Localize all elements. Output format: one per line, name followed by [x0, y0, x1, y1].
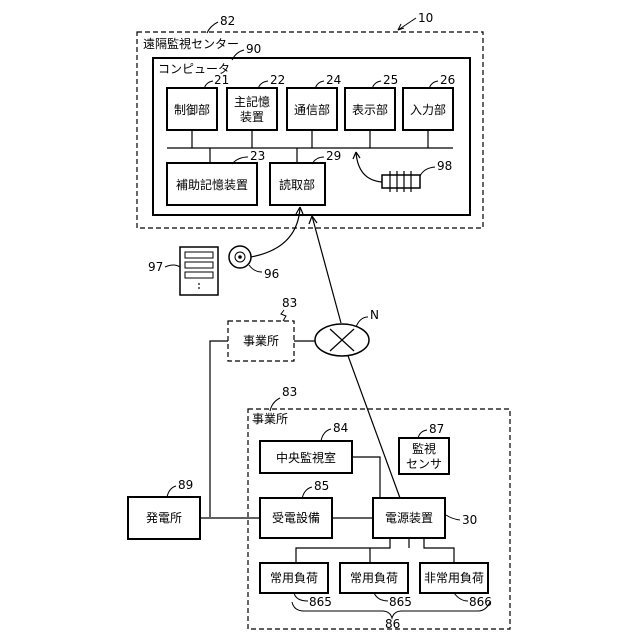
- load-ref: 865: [309, 595, 332, 609]
- comm-unit-label: 通信部: [294, 102, 330, 117]
- power-supply-ref: 30: [462, 513, 477, 527]
- reader-unit-ref: 29: [326, 149, 341, 163]
- network-node: [315, 324, 369, 356]
- main-memory-label-2: 装置: [240, 110, 264, 124]
- input-unit-label: 入力部: [410, 102, 446, 117]
- sensor-label-1: 監視: [412, 441, 436, 456]
- main-memory-ref: 22: [270, 73, 285, 87]
- remote-center-label: 遠隔監視センター: [143, 36, 239, 51]
- power-supply-label: 電源装置: [385, 511, 433, 525]
- aux-storage-label: 補助記憶装置: [176, 177, 248, 192]
- load-ref: 866: [469, 595, 492, 609]
- substation-label: 受電設備: [272, 510, 320, 525]
- remote-office-power-line: [210, 341, 228, 517]
- power-plant-label: 発電所: [146, 511, 182, 525]
- power-plant-ref: 89: [178, 478, 193, 492]
- main-office-label: 事業所: [252, 412, 288, 426]
- central-monitoring-label: 中央監視室: [276, 450, 336, 465]
- remote-office-label: 事業所: [243, 334, 279, 348]
- system-ref: 10: [418, 11, 433, 25]
- disk-icon: [229, 246, 251, 268]
- display-unit-label: 表示部: [352, 102, 388, 117]
- network-office-link: [347, 353, 400, 498]
- central-monitoring-ref: 84: [333, 421, 348, 435]
- main-memory-label-1: 主記憶: [234, 94, 270, 109]
- load-label: 常用負荷: [270, 571, 318, 585]
- server-ref: 97: [148, 260, 163, 274]
- remote-office-ref: 83: [282, 296, 297, 310]
- server-icon: [180, 247, 218, 295]
- control-unit-ref: 21: [214, 73, 229, 87]
- load-ref: 865: [389, 595, 412, 609]
- input-unit-ref: 26: [440, 73, 455, 87]
- sensor-label-2: センサ: [406, 457, 442, 471]
- reader-unit-label: 読取部: [279, 177, 315, 192]
- display-unit-ref: 25: [383, 73, 398, 87]
- loads-ref: 86: [385, 617, 400, 631]
- remote-center-ref: 82: [220, 14, 235, 28]
- network-label: N: [370, 308, 379, 322]
- main-office-ref: 83: [282, 385, 297, 399]
- computer-ref: 90: [246, 42, 261, 56]
- load-label: 常用負荷: [350, 571, 398, 585]
- center-network-link: [312, 216, 341, 323]
- aux-storage-ref: 23: [250, 149, 265, 163]
- substation-ref: 85: [314, 479, 329, 493]
- disk-ref: 96: [264, 267, 279, 281]
- control-unit-label: 制御部: [174, 102, 210, 117]
- sensor-ref: 87: [429, 422, 444, 436]
- module-ref: 98: [437, 159, 452, 173]
- load-label: 非常用負荷: [424, 571, 484, 585]
- comm-unit-ref: 24: [326, 73, 341, 87]
